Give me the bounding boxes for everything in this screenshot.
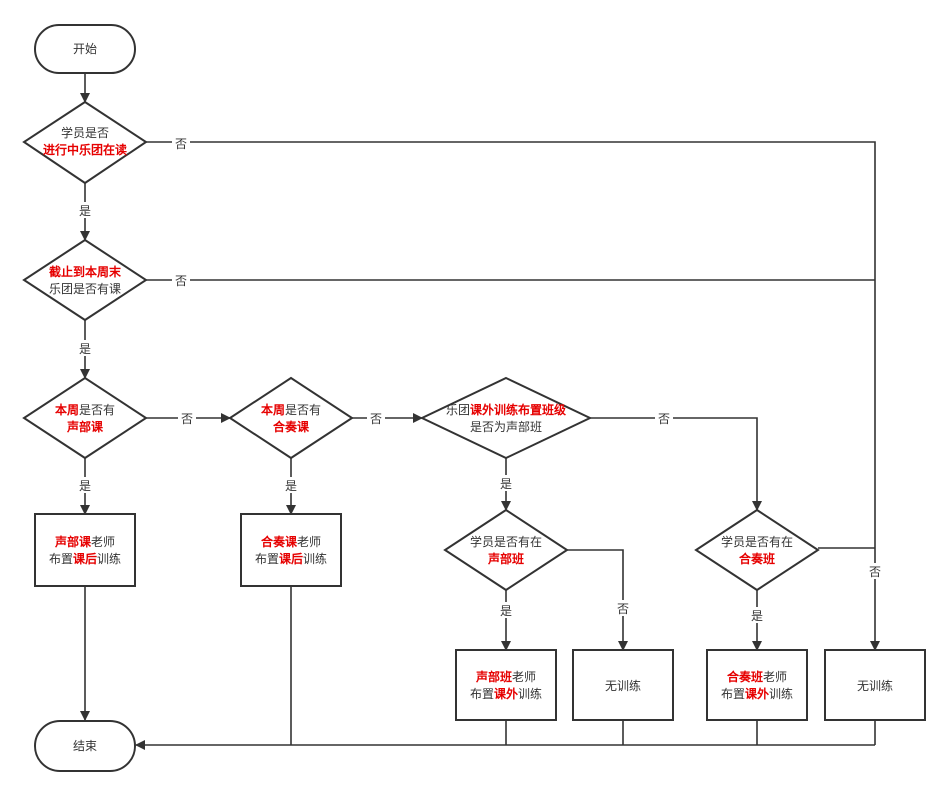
box-section-teacher-text2a: 布置 (49, 552, 73, 566)
decision-ensemble-class-line1: 本周是否有 (261, 402, 321, 417)
box-section-extra-red1: 声部班 (475, 669, 512, 684)
end-label: 结束 (73, 739, 97, 753)
box-ensemble-teacher: 合奏课老师 布置课后训练 (240, 513, 342, 587)
box-ensemble-teacher-text2a: 布置 (255, 552, 279, 566)
box-ensemble-teacher-red1: 合奏课 (261, 534, 298, 549)
box-ensemble-extra-text2a: 布置 (721, 687, 745, 701)
decision-in-ensemble-line1: 学员是否有在 (721, 534, 793, 549)
decision-extra-training: 乐团课外训练布置班级 是否为声部班 (419, 376, 593, 460)
box-ensemble-extra-text2b: 训练 (769, 686, 793, 701)
box-section-teacher: 声部课老师 布置课后训练 (34, 513, 136, 587)
decision-enrolled: 学员是否 进行中乐团在读 (22, 100, 148, 185)
box-none-2: 无训练 (824, 649, 926, 721)
edge-label-yes-5: 是 (500, 477, 512, 491)
edge-label-yes-4: 是 (285, 479, 297, 493)
decision-extra-training-text1: 乐团 (446, 403, 470, 417)
edge-label-yes-2: 是 (79, 342, 91, 356)
box-section-teacher-text1: 老师 (91, 535, 115, 549)
box-none-1-label: 无训练 (605, 678, 641, 693)
edge-label-no-3: 否 (181, 412, 193, 426)
decision-section-class-red1: 本周 (55, 402, 79, 417)
decision-section-class-line2: 声部课 (66, 419, 104, 434)
decision-extra-training-line1: 乐团课外训练布置班级 (446, 402, 566, 417)
edge-label-yes-6: 是 (500, 604, 512, 618)
decision-extra-training-line2: 是否为声部班 (470, 419, 542, 434)
box-section-extra-red2: 课外 (494, 686, 518, 701)
edge-label-no-5: 否 (658, 412, 670, 426)
edge-label-yes-3: 是 (79, 479, 91, 493)
box-section-teacher-text2b: 训练 (97, 551, 121, 566)
edge-extra-no (590, 417, 762, 511)
decision-class-week-line1: 截止到本周末 (49, 264, 122, 279)
box-ensemble-teacher-text1: 老师 (297, 535, 321, 549)
box-ensemble-teacher-red2: 课后 (279, 551, 303, 566)
box-section-teacher-red2: 课后 (73, 551, 97, 566)
box-section-extra-line2: 布置课外训练 (470, 686, 542, 701)
decision-enrolled-line1: 学员是否 (61, 125, 109, 140)
box-ensemble-extra: 合奏班老师 布置课外训练 (706, 649, 808, 721)
decision-section-class-text1: 是否有 (79, 403, 115, 417)
box-section-extra-line1: 声部班老师 (475, 669, 536, 684)
edge-label-yes-1: 是 (79, 204, 91, 218)
decision-in-section: 学员是否有在 声部班 (443, 508, 569, 592)
box-section-teacher-line2: 布置课后训练 (49, 551, 121, 566)
edge-labels: 是 是 是 是 是 是 是 否 否 否 否 否 否 否 (76, 135, 884, 623)
start-node: 开始 (34, 24, 136, 74)
decision-extra-training-red1: 课外训练布置班级 (470, 402, 566, 417)
edge-label-no-1: 否 (175, 137, 187, 151)
edge-label-yes-7: 是 (751, 609, 763, 623)
edge-enrolled-no (146, 141, 880, 651)
decision-class-week: 截止到本周末 乐团是否有课 (22, 238, 148, 322)
start-label: 开始 (73, 42, 97, 56)
box-ensemble-extra-line1: 合奏班老师 (727, 669, 787, 684)
decision-in-ensemble: 学员是否有在 合奏班 (694, 508, 820, 592)
box-section-teacher-line1: 声部课老师 (54, 534, 115, 549)
decision-ensemble-class: 本周是否有 合奏课 (228, 376, 354, 460)
box-section-extra: 声部班老师 布置课外训练 (455, 649, 557, 721)
edge-insection-no (567, 549, 628, 651)
end-node: 结束 (34, 720, 136, 772)
decision-ensemble-class-red1: 本周 (261, 402, 285, 417)
box-ensemble-extra-line2: 布置课外训练 (721, 686, 793, 701)
decision-in-section-line2: 声部班 (487, 551, 524, 566)
box-section-extra-text1: 老师 (512, 670, 536, 684)
edge-label-no-6: 否 (617, 602, 629, 616)
decision-ensemble-class-line2: 合奏课 (273, 419, 310, 434)
edge-label-no-2: 否 (175, 274, 187, 288)
box-section-extra-text2b: 训练 (518, 686, 542, 701)
decision-section-class: 本周是否有 声部课 (22, 376, 148, 460)
box-ensemble-teacher-line2: 布置课后训练 (255, 551, 327, 566)
box-ensemble-extra-red1: 合奏班 (727, 669, 763, 684)
decision-in-ensemble-line2: 合奏班 (739, 551, 775, 566)
edge-label-no-7: 否 (869, 565, 881, 579)
box-ensemble-teacher-line1: 合奏课老师 (261, 534, 321, 549)
decision-section-class-line1: 本周是否有 (55, 402, 115, 417)
decision-in-section-line1: 学员是否有在 (470, 534, 542, 549)
box-ensemble-extra-text1: 老师 (763, 670, 787, 684)
box-section-teacher-red1: 声部课 (54, 534, 92, 549)
box-ensemble-extra-red2: 课外 (745, 686, 769, 701)
box-ensemble-teacher-text2b: 训练 (303, 551, 327, 566)
box-none-2-label: 无训练 (857, 678, 893, 693)
box-none-1: 无训练 (572, 649, 674, 721)
edge-label-no-4: 否 (370, 412, 382, 426)
decision-class-week-line2: 乐团是否有课 (49, 282, 121, 296)
decision-ensemble-class-text1: 是否有 (285, 403, 321, 417)
box-section-extra-text2a: 布置 (470, 687, 494, 701)
decision-enrolled-line2: 进行中乐团在读 (43, 142, 127, 157)
